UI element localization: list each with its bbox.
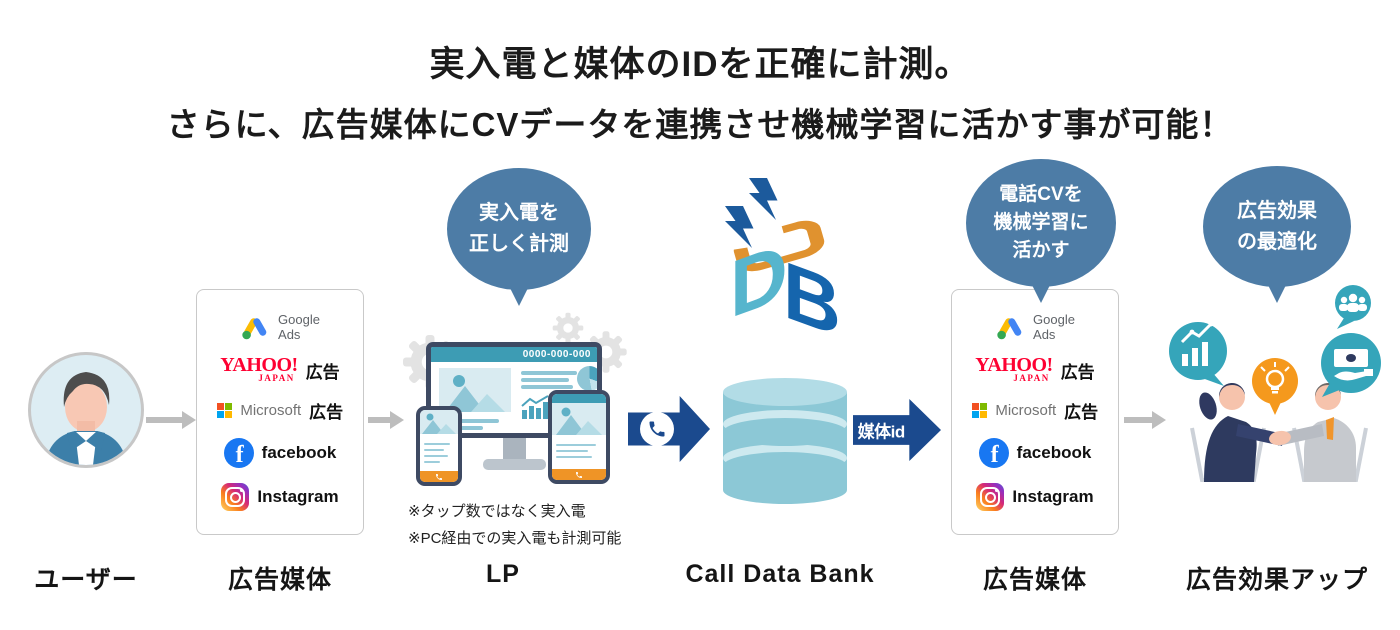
cdb-letter-d: D bbox=[730, 224, 788, 335]
call-data-bank-logo: D B bbox=[725, 178, 841, 338]
lp-illustration: 0000-000-000 bbox=[400, 300, 635, 550]
microsoft-name: Microsoft bbox=[240, 402, 302, 420]
handshake bbox=[1269, 430, 1291, 446]
microsoft-icon bbox=[971, 402, 988, 419]
step-label-effect: 広告効果アップ bbox=[1185, 566, 1369, 594]
yahoo-ads-label: 広告 bbox=[305, 362, 340, 382]
phone-icon bbox=[649, 421, 665, 437]
facebook-row: f facebook bbox=[952, 438, 1118, 469]
microsoft-ads-row: Microsoft 広告 bbox=[952, 398, 1118, 423]
microsoft-ads-row: Microsoft 広告 bbox=[197, 398, 363, 423]
google-ads-label: Google Ads bbox=[1033, 311, 1075, 342]
speech-bubble-lp: 実入電を 正しく計測 bbox=[447, 168, 591, 290]
call-icon bbox=[640, 412, 674, 446]
lp-note-1: ※タップ数ではなく実入電 bbox=[408, 503, 586, 520]
step-label-user: ユーザー bbox=[34, 566, 138, 594]
phone-cta-bar bbox=[420, 471, 458, 482]
facebook-icon: f bbox=[223, 438, 254, 469]
step-label-lp: LP bbox=[486, 560, 520, 588]
google-ads-label: Google Ads bbox=[278, 311, 320, 342]
google-ads-row: Google Ads bbox=[952, 311, 1118, 342]
money-bubble-icon bbox=[1321, 333, 1381, 397]
facebook-label: facebook bbox=[1016, 443, 1092, 463]
lightning-bolts-icon bbox=[725, 178, 778, 248]
facebook-label: facebook bbox=[261, 443, 337, 463]
facebook-row: f facebook bbox=[197, 438, 363, 469]
step-label-ad-media-left: 広告媒体 bbox=[227, 566, 333, 594]
ad-media-box-left: Google Ads YAHOO! JAPAN 広告 Microsoft 広告 … bbox=[196, 289, 364, 535]
arrow-call-to-cdb bbox=[628, 396, 710, 462]
phone-icon bbox=[576, 471, 582, 478]
microsoft-ads-label: 広告 bbox=[1064, 403, 1099, 423]
instagram-label: Instagram bbox=[1012, 487, 1094, 507]
microsoft-ads-label: 広告 bbox=[309, 403, 344, 423]
yahoo-ads-row: YAHOO! JAPAN 広告 bbox=[952, 354, 1118, 384]
idea-bulb-icon bbox=[1252, 358, 1298, 415]
instagram-label: Instagram bbox=[257, 487, 339, 507]
database-icon bbox=[723, 378, 847, 504]
step-label-ad-media-right: 広告媒体 bbox=[982, 566, 1088, 594]
headline-line2: さらに、広告媒体にCVデータを連携させ機械学習に活かす事が可能！ bbox=[166, 106, 1234, 143]
arrow-user-to-media bbox=[146, 411, 196, 429]
monitor-base bbox=[483, 459, 546, 470]
google-ads-row: Google Ads bbox=[197, 311, 363, 342]
growth-chart-bubble-icon bbox=[1169, 321, 1227, 386]
monitor-stand bbox=[503, 438, 526, 460]
lp-footnotes: ※タップ数ではなく実入電 ※PC経由での実入電も計測可能 bbox=[408, 498, 621, 552]
speech-bubble-effect: 広告効果 の最適化 bbox=[1203, 166, 1351, 287]
tablet-cta-bar bbox=[552, 469, 606, 480]
user-avatar bbox=[28, 352, 144, 468]
speech-bubble-media: 電話CVを 機械学習に 活かす bbox=[966, 159, 1116, 287]
cdb-letter-b: B bbox=[783, 243, 841, 338]
arrow-media-to-lp bbox=[368, 411, 404, 429]
arrow-media-to-effect bbox=[1124, 411, 1166, 429]
person-icon bbox=[45, 372, 127, 465]
microsoft-name: Microsoft bbox=[995, 402, 1057, 420]
svg-text:B: B bbox=[783, 243, 841, 338]
yahoo-japan-icon: YAHOO! JAPAN bbox=[975, 354, 1053, 384]
yahoo-japan-icon: YAHOO! JAPAN bbox=[220, 354, 298, 384]
instagram-icon bbox=[976, 483, 1005, 512]
phone-image-placeholder bbox=[420, 410, 458, 434]
instagram-row: Instagram bbox=[952, 483, 1118, 512]
smartphone bbox=[416, 406, 462, 486]
arrow-cdb-to-media: 媒体id bbox=[853, 399, 941, 461]
google-ads-icon bbox=[242, 318, 267, 340]
pie-chart-icon bbox=[577, 366, 597, 391]
people-bubble-icon bbox=[1335, 285, 1371, 329]
lp-image-placeholder bbox=[439, 368, 511, 412]
facebook-icon: f bbox=[978, 438, 1009, 469]
svg-text:D: D bbox=[730, 224, 788, 335]
bar-chart-icon bbox=[521, 395, 549, 419]
lp-phone-number: 0000-000-000 bbox=[431, 347, 597, 362]
tablet-image-placeholder bbox=[552, 403, 606, 435]
microsoft-icon bbox=[216, 402, 233, 419]
step-label-cdb: Call Data Bank bbox=[685, 560, 875, 588]
tablet-header bbox=[552, 394, 606, 403]
ad-media-box-right: Google Ads YAHOO! JAPAN 広告 Microsoft 広告 … bbox=[951, 289, 1119, 535]
yahoo-ads-label: 広告 bbox=[1060, 362, 1095, 382]
businesswoman bbox=[1199, 382, 1284, 482]
instagram-icon bbox=[221, 483, 250, 512]
yahoo-ads-row: YAHOO! JAPAN 広告 bbox=[197, 354, 363, 384]
headline-line1: 実入電と媒体のIDを正確に計測。 bbox=[429, 45, 971, 84]
google-ads-icon bbox=[997, 318, 1022, 340]
lp-note-2: ※PC経由での実入電も計測可能 bbox=[408, 530, 622, 547]
tablet bbox=[548, 390, 610, 484]
desktop-monitor: 0000-000-000 bbox=[426, 342, 602, 438]
media-id-label: 媒体id bbox=[857, 422, 906, 442]
cdb-letter-c bbox=[733, 220, 825, 272]
phone-icon bbox=[436, 473, 442, 480]
instagram-row: Instagram bbox=[197, 483, 363, 512]
effect-illustration bbox=[1169, 285, 1381, 482]
